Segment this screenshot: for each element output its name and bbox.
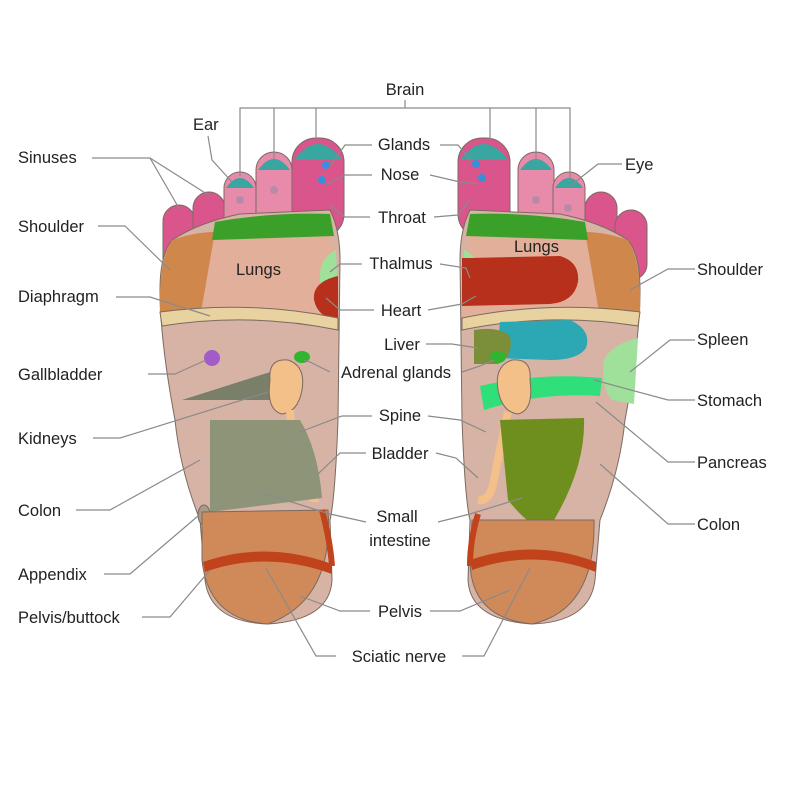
left-sciatic-band bbox=[203, 551, 332, 574]
right-liver-blue-zone bbox=[496, 320, 588, 360]
left-diaphragm-band bbox=[159, 306, 339, 331]
label-heart: Heart bbox=[381, 302, 422, 320]
label-spine: Spine bbox=[379, 407, 421, 425]
label-small-intestine-line1: Small bbox=[376, 508, 417, 526]
left-kidney bbox=[268, 359, 304, 415]
left-big-toe-tip bbox=[294, 144, 342, 160]
left-sciatic-side bbox=[319, 509, 335, 567]
label-adrenal-glands: Adrenal glands bbox=[341, 364, 451, 382]
right-gland-dot-1 bbox=[472, 160, 480, 168]
right-spleen-zone bbox=[603, 338, 638, 404]
label-gallbladder: Gallbladder bbox=[18, 366, 103, 384]
left-small-intestine bbox=[210, 420, 322, 512]
left-shoulder-zone bbox=[159, 232, 215, 320]
label-thalmus: Thalmus bbox=[369, 255, 432, 273]
right-big-toe-tip bbox=[460, 144, 508, 160]
left-toe-sinus-dot-1 bbox=[236, 196, 244, 204]
right-gland-dot-2 bbox=[478, 174, 486, 182]
label-sciatic-nerve: Sciatic nerve bbox=[352, 648, 446, 666]
label-liver: Liver bbox=[384, 336, 420, 354]
label-spleen: Spleen bbox=[697, 331, 748, 349]
left-adrenal-gland bbox=[294, 351, 310, 363]
left-kidney-wedge bbox=[182, 372, 272, 400]
label-appendix: Appendix bbox=[18, 566, 88, 584]
labels: Brain Ear Sinuses Glands Eye Nose Throat… bbox=[18, 81, 767, 666]
right-kidney bbox=[496, 359, 532, 415]
left-lungs-zone bbox=[200, 232, 338, 318]
left-gland-dot-1 bbox=[322, 161, 330, 169]
left-heel bbox=[201, 509, 329, 625]
left-green-band bbox=[212, 213, 334, 240]
left-gland-dot-2 bbox=[318, 176, 326, 184]
label-pelvis-buttock: Pelvis/buttock bbox=[18, 609, 121, 627]
label-lungs-right: Lungs bbox=[514, 238, 559, 256]
label-bladder: Bladder bbox=[372, 445, 429, 463]
label-pancreas: Pancreas bbox=[697, 454, 767, 472]
label-brain: Brain bbox=[386, 81, 425, 99]
right-toe-sinus-dot-2 bbox=[564, 204, 572, 212]
leader-lines bbox=[76, 100, 695, 657]
label-throat: Throat bbox=[378, 209, 426, 227]
left-gallbladder-dot bbox=[204, 350, 220, 366]
label-kidneys: Kidneys bbox=[18, 430, 77, 448]
right-small-intestine bbox=[500, 418, 585, 530]
label-stomach: Stomach bbox=[697, 392, 762, 410]
right-third-toe-tip bbox=[555, 178, 583, 188]
right-toe-sinus-dot-1 bbox=[532, 196, 540, 204]
label-ear: Ear bbox=[193, 116, 219, 134]
right-sciatic-band bbox=[470, 549, 596, 572]
right-heart-zone bbox=[462, 256, 579, 306]
label-nose: Nose bbox=[381, 166, 420, 184]
label-shoulder-left: Shoulder bbox=[18, 218, 85, 236]
right-heel bbox=[469, 519, 595, 625]
right-green-band bbox=[466, 213, 588, 240]
label-colon-right: Colon bbox=[697, 516, 740, 534]
left-heart-zone bbox=[313, 276, 338, 320]
label-diaphragm: Diaphragm bbox=[18, 288, 99, 306]
left-second-toe-tip bbox=[258, 159, 290, 170]
label-glands: Glands bbox=[378, 136, 430, 154]
label-lungs-left: Lungs bbox=[236, 261, 281, 279]
right-diaphragm-band bbox=[461, 306, 641, 331]
label-small-intestine-line2: intestine bbox=[369, 532, 430, 550]
left-foot bbox=[159, 137, 345, 625]
label-sinuses: Sinuses bbox=[18, 149, 77, 167]
label-eye: Eye bbox=[625, 156, 653, 174]
left-toe-sinus-dot-2 bbox=[270, 186, 278, 194]
left-third-toe-tip bbox=[226, 178, 254, 188]
label-pelvis: Pelvis bbox=[378, 603, 422, 621]
right-sciatic-side bbox=[467, 513, 481, 567]
right-second-toe-tip bbox=[520, 159, 552, 170]
right-foot bbox=[457, 137, 648, 625]
right-shoulder-zone bbox=[585, 232, 641, 320]
label-shoulder-right: Shoulder bbox=[697, 261, 764, 279]
label-colon-left: Colon bbox=[18, 502, 61, 520]
